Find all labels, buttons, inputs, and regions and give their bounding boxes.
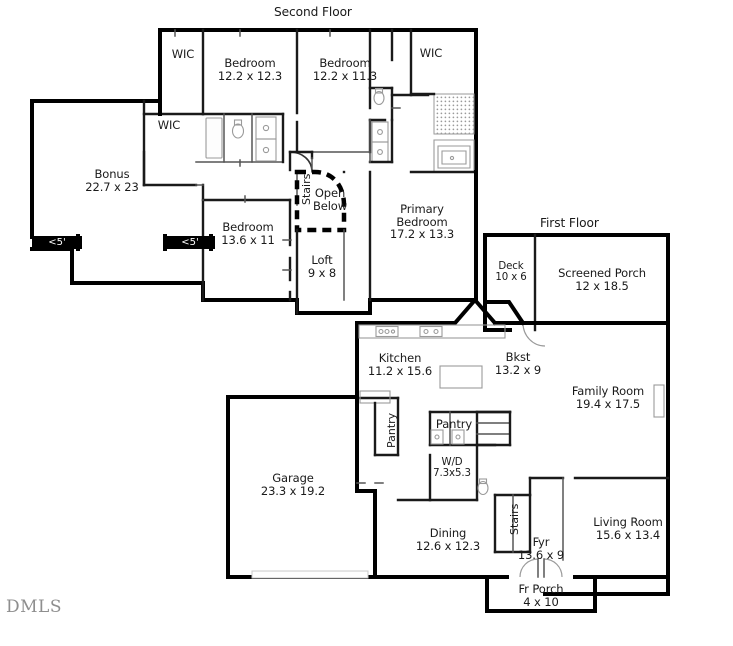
- stairs-label-second-floor: Stairs: [300, 173, 313, 205]
- garage-name: Garage: [272, 471, 314, 485]
- room-label-garage: Garage 23.3 x 19.2: [245, 472, 341, 497]
- room-label-open-below: Open Below: [306, 187, 354, 212]
- room-label-bkst: Bkst 13.2 x 9: [484, 351, 552, 376]
- bedroom-2-name: Bedroom: [224, 56, 276, 70]
- clearance-marker-left: <5': [32, 236, 82, 249]
- pantry-label-center: Pantry: [435, 417, 473, 431]
- fyr-dims: 13.6 x 9: [517, 547, 565, 562]
- room-label-kitchen: Kitchen 11.2 x 15.6: [357, 352, 443, 377]
- room-label-primary-bedroom: Primary Bedroom 17.2 x 13.3: [376, 203, 468, 241]
- dining-dims: 12.6 x 12.3: [415, 538, 481, 553]
- mls-watermark: DMLS: [6, 597, 62, 617]
- first-floor-geometry: [226, 233, 670, 613]
- screened-porch-name: Screened Porch: [558, 266, 646, 280]
- primary-name-line2: Bedroom: [396, 214, 448, 229]
- room-label-wd: W/D 7.3x5.3: [428, 457, 476, 480]
- bonus-dims: 22.7 x 23: [85, 179, 139, 194]
- pantry-label-side: Pantry: [385, 412, 398, 448]
- primary-dims: 17.2 x 13.3: [389, 227, 455, 242]
- bkst-name: Bkst: [505, 350, 531, 364]
- room-label-bonus: Bonus 22.7 x 23: [72, 168, 152, 193]
- room-label-loft: Loft 9 x 8: [300, 254, 344, 279]
- second-floor-title: Second Floor: [274, 5, 352, 19]
- dining-name: Dining: [429, 526, 467, 540]
- room-label-deck: Deck 10 x 6: [489, 261, 533, 284]
- room-label-wic-top-left: WIC: [171, 47, 195, 61]
- room-label-family-room: Family Room 19.4 x 17.5: [558, 385, 658, 410]
- deck-name: Deck: [498, 261, 524, 272]
- bonus-name: Bonus: [94, 167, 130, 181]
- first-floor-title: First Floor: [540, 216, 599, 230]
- family-room-name: Family Room: [571, 384, 645, 398]
- room-label-bedroom-2: Bedroom 12.2 x 12.3: [208, 57, 292, 82]
- bedroom-4-dims: 13.6 x 11: [221, 232, 275, 247]
- bkst-dims: 13.2 x 9: [494, 362, 542, 377]
- deck-dims: 10 x 6: [495, 272, 527, 284]
- room-label-wic-mid-left: WIC: [157, 118, 181, 132]
- loft-dims: 9 x 8: [307, 265, 337, 280]
- room-label-wic-top-right: WIC: [419, 46, 443, 60]
- room-label-fyr: Fyr 13.6 x 9: [510, 536, 572, 561]
- kitchen-name: Kitchen: [378, 351, 422, 365]
- open-below-line2: Below: [312, 198, 348, 213]
- garage-dims: 23.3 x 19.2: [260, 483, 326, 498]
- wd-name: W/D: [441, 457, 463, 468]
- living-room-dims: 15.6 x 13.4: [595, 527, 661, 542]
- room-label-living-room: Living Room 15.6 x 13.4: [578, 516, 678, 541]
- room-label-bedroom-3: Bedroom 12.2 x 11.3: [303, 57, 387, 82]
- family-room-dims: 19.4 x 17.5: [575, 396, 641, 411]
- stairs-label-first-floor: Stairs: [508, 503, 521, 535]
- clearance-marker-mid: <5': [165, 236, 215, 249]
- screened-porch-dims: 12 x 18.5: [575, 278, 629, 293]
- bedroom-2-dims: 12.2 x 12.3: [217, 68, 283, 83]
- primary-name-line1: Primary: [400, 202, 444, 216]
- front-porch-name: Fr Porch: [518, 582, 564, 596]
- bedroom-3-name: Bedroom: [319, 56, 371, 70]
- room-label-front-porch: Fr Porch 4 x 10: [501, 583, 581, 608]
- open-below-line1: Open: [314, 186, 346, 200]
- living-room-name: Living Room: [593, 515, 663, 529]
- room-label-dining: Dining 12.6 x 12.3: [403, 527, 493, 552]
- wd-dims: 7.3x5.3: [433, 468, 471, 480]
- room-label-screened-porch: Screened Porch 12 x 18.5: [538, 267, 666, 292]
- loft-name: Loft: [311, 253, 333, 267]
- front-porch-dims: 4 x 10: [523, 594, 559, 609]
- bedroom-4-name: Bedroom: [222, 220, 274, 234]
- fyr-name: Fyr: [532, 535, 550, 549]
- room-label-bedroom-4: Bedroom 13.6 x 11: [208, 221, 288, 246]
- kitchen-dims: 11.2 x 15.6: [367, 363, 433, 378]
- bedroom-3-dims: 12.2 x 11.3: [312, 68, 378, 83]
